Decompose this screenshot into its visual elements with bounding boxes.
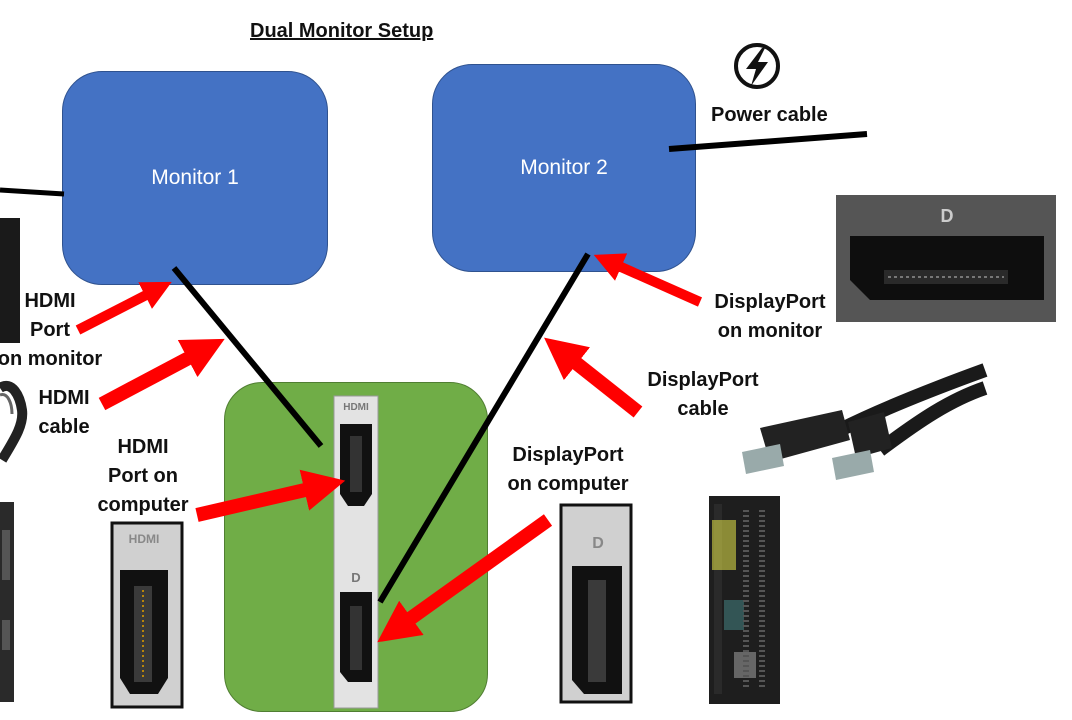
monitor-2: Monitor 2 <box>432 64 696 272</box>
arrow-hdmi-cable <box>98 338 225 411</box>
label-line: cable <box>677 398 729 420</box>
computer-tower-left-cropped <box>0 502 14 702</box>
label-hdmi-cable: HDMI cable <box>24 384 104 442</box>
arrow-displayport-on-monitor <box>593 253 703 307</box>
computer-tower-photo <box>709 496 780 704</box>
hdmi-mark-closeup: HDMI <box>129 532 160 546</box>
displayport-closeup-photo: D <box>559 503 633 704</box>
label-line: on computer <box>507 473 629 495</box>
hdmi-port-closeup-photo: HDMI <box>110 521 184 709</box>
monitor-1: Monitor 1 <box>62 71 328 285</box>
label-line: on monitor <box>717 320 823 342</box>
label-line: HDMI <box>38 387 90 409</box>
diagram-title: Dual Monitor Setup <box>250 20 434 42</box>
label-line: DisplayPort <box>647 369 759 391</box>
displayport-cable-line <box>377 252 591 604</box>
hdmi-mark-on-strip: HDMI <box>343 402 369 413</box>
displayport-mark-on-strip: D <box>351 570 360 585</box>
displayport-mark-monitor: D <box>941 206 954 226</box>
label-line: HDMI <box>24 290 76 312</box>
displayport-mark-closeup: D <box>592 535 604 552</box>
label-line: DisplayPort <box>714 291 826 313</box>
lightning-icon <box>734 43 780 89</box>
label-displayport-on-computer: DisplayPort on computer <box>500 441 636 499</box>
displayport-cable-photo <box>742 363 988 480</box>
label-displayport-cable: DisplayPort cable <box>640 366 766 424</box>
arrow-hdmi-port-on-monitor <box>75 281 172 335</box>
monitor-1-cable-stub <box>0 187 65 197</box>
label-displayport-on-monitor: DisplayPort on monitor <box>704 288 836 346</box>
hdmi-port-strip-computer: HDMI D <box>333 395 379 709</box>
monitor-1-label: Monitor 1 <box>151 166 239 189</box>
hdmi-port-photo-left-cropped <box>0 218 20 343</box>
hdmi-cable-line <box>171 266 324 448</box>
hdmi-cable-photo-cropped <box>0 381 28 463</box>
label-line: on monitor <box>0 348 103 370</box>
label-hdmi-port-on-computer: HDMI Port on computer <box>90 433 196 520</box>
arrow-displayport-on-computer <box>377 514 553 643</box>
arrow-hdmi-port-on-computer <box>195 469 346 522</box>
label-line: HDMI <box>117 436 169 458</box>
displayport-on-monitor-photo: D <box>836 195 1056 322</box>
label-power-cable: Power cable <box>711 104 828 126</box>
label-line: Port <box>30 319 70 341</box>
label-line: Port on <box>108 465 178 487</box>
label-line: cable <box>38 416 90 438</box>
monitor-2-label: Monitor 2 <box>520 156 608 179</box>
label-line: DisplayPort <box>512 444 624 466</box>
power-cable-line <box>668 131 868 152</box>
arrow-displayport-cable <box>544 337 643 418</box>
label-hdmi-port-on-monitor: HDMI Port on monitor <box>0 287 110 374</box>
label-line: computer <box>97 494 189 516</box>
